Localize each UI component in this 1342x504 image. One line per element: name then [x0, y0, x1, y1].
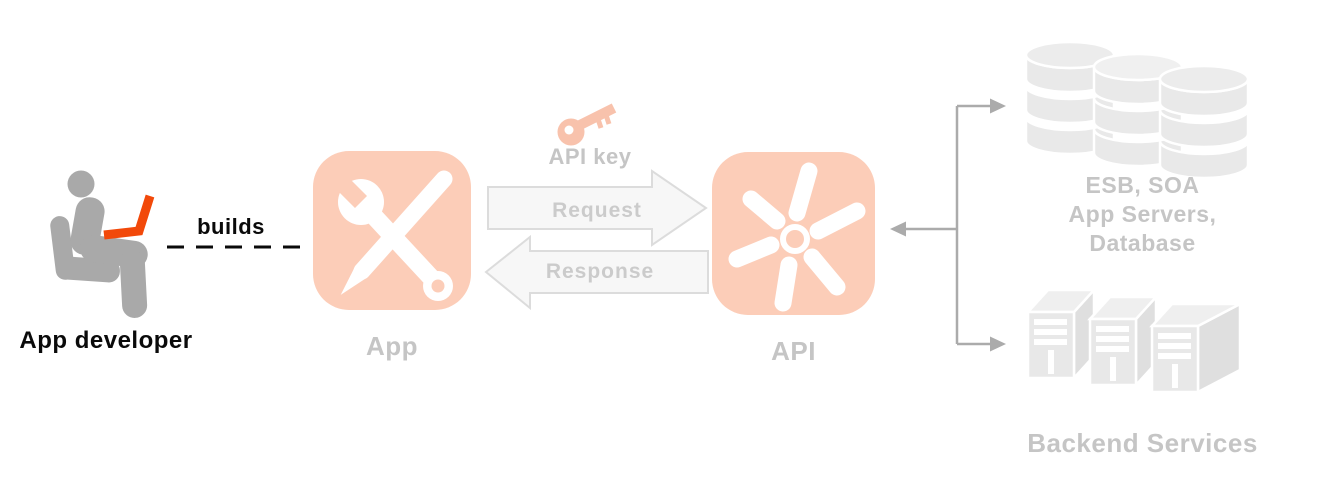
wrench-end-hole: [431, 279, 445, 293]
person-at-laptop-icon: [50, 170, 155, 318]
arrowhead-right-bottom: [990, 336, 1006, 352]
key-icon: [557, 103, 617, 146]
server-tower: [1149, 301, 1242, 395]
esb-label-line1: ESB, SOA: [1085, 172, 1200, 198]
key-tooth: [595, 118, 604, 129]
arrowhead-right-top: [990, 98, 1006, 114]
key-head-hole: [564, 125, 574, 135]
pencil-tip: [340, 265, 369, 295]
request-label: Request: [552, 199, 642, 222]
wrench-notch: [318, 159, 368, 209]
esb-label-line3: Database: [1089, 230, 1196, 256]
gear-asterisk-icon: [712, 152, 875, 315]
response-label: Response: [545, 260, 655, 283]
arrowhead-left: [890, 221, 906, 237]
api-backend-connector: [890, 98, 1006, 352]
backend-services-label: Backend Services: [1027, 428, 1258, 458]
database-cylinder: [1158, 64, 1250, 180]
server-stack-icon: [1025, 286, 1242, 395]
pencil-body: [353, 170, 453, 280]
api-label: API: [771, 336, 816, 366]
api-key-label: API key: [548, 144, 632, 169]
app-label: App: [365, 331, 419, 361]
request-arrow: [487, 169, 708, 247]
person-head: [67, 170, 95, 198]
response-arrow: [484, 234, 709, 311]
esb-label: ESB, SOA App Servers, Database: [1035, 171, 1250, 258]
server-tower: [1087, 293, 1159, 389]
key-tooth: [603, 114, 612, 125]
app-developer-label: App developer: [19, 327, 193, 354]
key-shaft: [577, 103, 617, 130]
esb-label-line2: App Servers,: [1068, 201, 1217, 227]
person-leg: [119, 250, 148, 318]
laptop-icon: [103, 194, 155, 240]
server-tower: [1025, 286, 1097, 382]
wrench-pencil-icon: [313, 151, 471, 310]
database-stack-icon: [1024, 40, 1250, 180]
api-hub-ring: [780, 224, 810, 254]
wrench-handle: [363, 205, 446, 293]
builds-label: builds: [197, 214, 265, 239]
api-spokes: [728, 162, 866, 312]
